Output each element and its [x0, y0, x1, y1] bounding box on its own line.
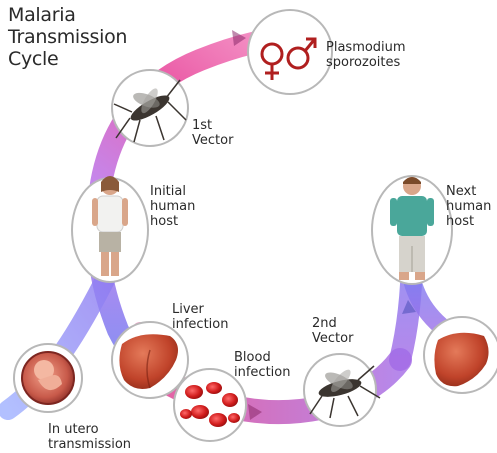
- label-line: Vector: [192, 133, 233, 148]
- second-vector-node: [304, 354, 380, 426]
- label-line: human: [150, 199, 195, 214]
- label-line: Plasmodium: [326, 40, 406, 55]
- label-blood-infection: Blood infection: [234, 350, 290, 380]
- label-line: sporozoites: [326, 55, 406, 70]
- label-line: transmission: [48, 437, 131, 452]
- label-plasmodium-sporozoites: Plasmodium sporozoites: [326, 40, 406, 70]
- label-initial-human-host: Initial human host: [150, 184, 195, 229]
- label-next-human-host: Next human host: [446, 184, 491, 229]
- label-line: infection: [172, 317, 228, 332]
- in-utero-node: [14, 344, 82, 412]
- label-line: 1st: [192, 118, 233, 133]
- label-line: Next: [446, 184, 491, 199]
- label-line: Vector: [312, 331, 353, 346]
- label-line: host: [446, 214, 491, 229]
- label-line: 2nd: [312, 316, 353, 331]
- label-line: Blood: [234, 350, 290, 365]
- title-line: Malaria: [8, 4, 127, 26]
- first-vector-node: [112, 70, 188, 146]
- label-line: human: [446, 199, 491, 214]
- label-line: infection: [234, 365, 290, 380]
- title-line: Transmission: [8, 26, 127, 48]
- label-liver-infection: Liver infection: [172, 302, 228, 332]
- label-line: host: [150, 214, 195, 229]
- label-first-vector: 1st Vector: [192, 118, 233, 148]
- plasmodium-node: [248, 10, 332, 94]
- diagram-title: Malaria Transmission Cycle: [8, 4, 127, 70]
- label-in-utero-transmission: In utero transmission: [48, 422, 131, 452]
- next-host-node: [372, 176, 452, 284]
- liver-node: [112, 322, 188, 398]
- next-liver-node: [424, 317, 497, 393]
- label-second-vector: 2nd Vector: [312, 316, 353, 346]
- title-line: Cycle: [8, 48, 127, 70]
- initial-host-node: [72, 176, 148, 282]
- label-line: In utero: [48, 422, 131, 437]
- label-line: Initial: [150, 184, 195, 199]
- label-line: Liver: [172, 302, 228, 317]
- fetus-icon: [22, 352, 74, 404]
